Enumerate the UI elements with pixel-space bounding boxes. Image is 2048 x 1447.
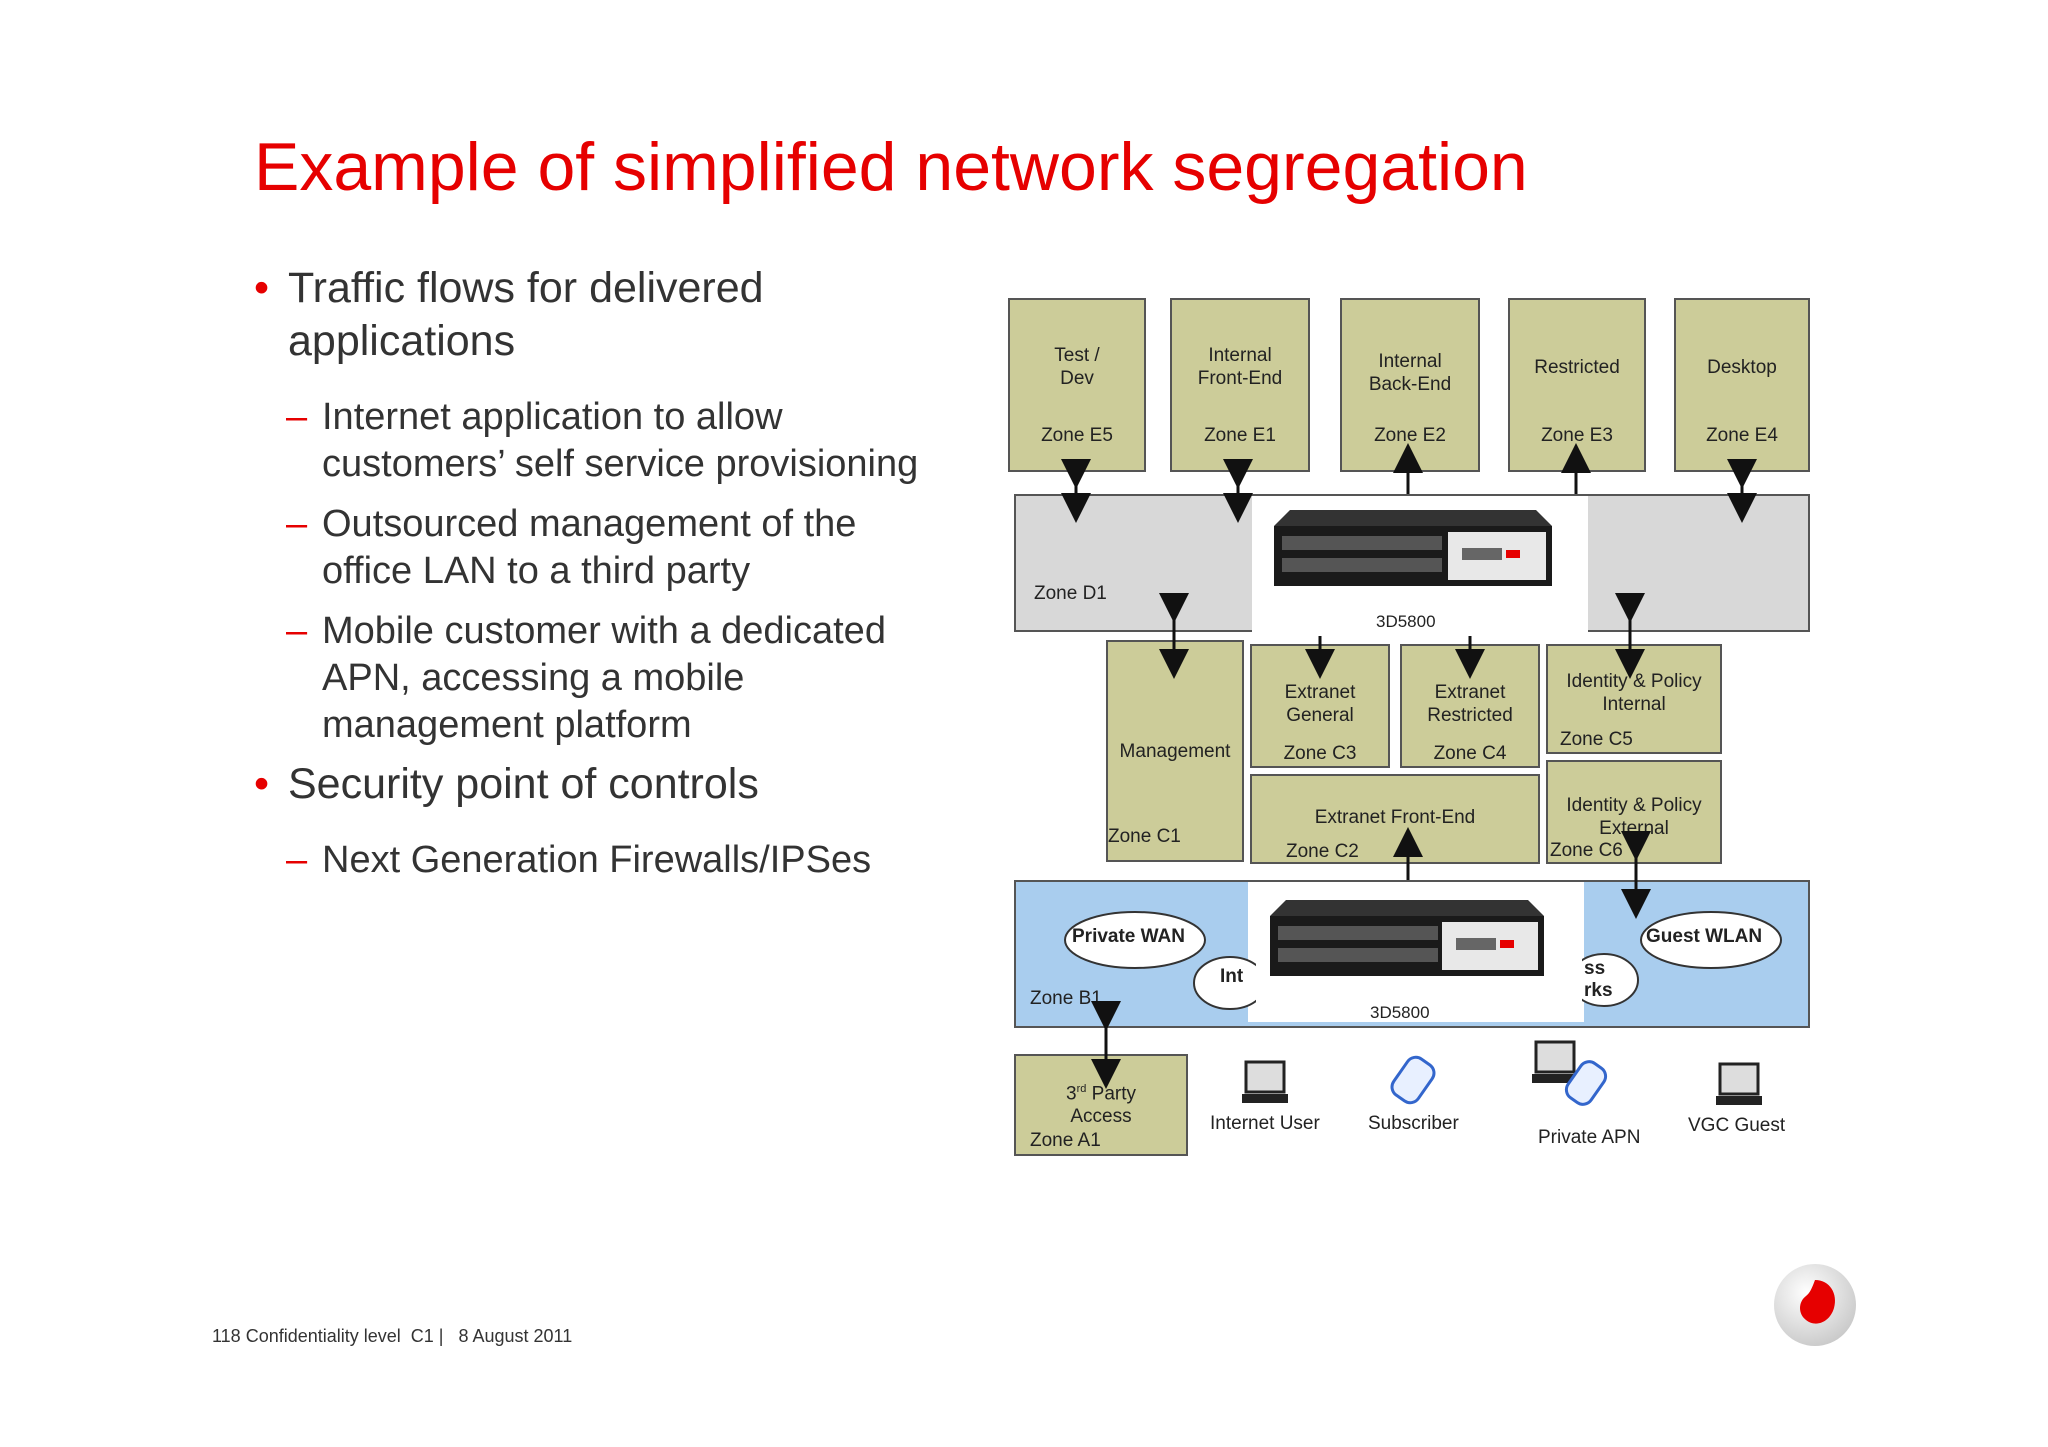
- appliance-icon: [1270, 900, 1544, 976]
- bullet-item: • Security point of controls: [254, 758, 954, 811]
- vodafone-logo-icon: [1774, 1264, 1856, 1346]
- zone-id: Zone A1: [1030, 1130, 1101, 1151]
- zone-id: Zone C4: [1433, 743, 1507, 764]
- sub-bullet-text: Mobile customer with a dedicated APN, ac…: [322, 610, 886, 746]
- firewall-device-bottom: [1248, 882, 1584, 1022]
- zone-id: Zone E1: [1204, 425, 1276, 446]
- endpoint-label: Subscriber: [1368, 1113, 1459, 1134]
- zone-id: Zone C1: [1108, 826, 1181, 847]
- zone-name: Internal Front-End: [1197, 345, 1283, 389]
- endpoint-label: VGC Guest: [1688, 1115, 1786, 1136]
- cloud-icon: [1064, 911, 1206, 969]
- bullet-text: Traffic flows for delivered applications: [288, 264, 764, 365]
- page-title: Example of simplified network segregatio…: [254, 129, 1528, 205]
- cloud-icon: [1640, 911, 1782, 969]
- zone-name: Restricted: [1534, 357, 1620, 378]
- cloud-label: Private WAN: [1072, 926, 1185, 947]
- zone-id: Zone E2: [1374, 425, 1446, 446]
- zone-d1-label: Zone D1: [1034, 583, 1107, 604]
- zone-id: Zone C6: [1550, 840, 1623, 861]
- endpoint-label: Private APN: [1538, 1127, 1641, 1148]
- zone-id: Zone C5: [1560, 729, 1633, 750]
- phone-icon: [1390, 1055, 1436, 1105]
- footer: 118 Confidentiality level C1 | 8 August …: [212, 1326, 573, 1346]
- zone-name: Test / Dev: [1054, 345, 1100, 389]
- zone-c6-box: [1546, 760, 1722, 864]
- zone-name: Management: [1119, 741, 1231, 762]
- cloud-icon: [1582, 953, 1639, 1007]
- sub-bullet-text: Internet application to allow customers’…: [322, 396, 919, 485]
- sub-bullet-item: –Next Generation Firewalls/IPSes: [254, 837, 954, 884]
- firewall-device-top: [1252, 496, 1588, 636]
- sub-bullet-text: Outsourced management of the office LAN …: [322, 503, 857, 592]
- cloud-label: Guest WLAN: [1646, 926, 1763, 947]
- zone-id: Zone C2: [1286, 841, 1359, 862]
- zone-e5-box: [1008, 298, 1146, 472]
- appliance-icon: [1274, 510, 1552, 586]
- sub-bullet-text: Next Generation Firewalls/IPSes: [322, 839, 872, 881]
- cloud-label: Int: [1220, 966, 1244, 987]
- zone-e1-box: [1170, 298, 1310, 472]
- bullet-icon: •: [254, 760, 270, 808]
- cloud-icon: [1193, 956, 1256, 1010]
- computer-phone-icon: [1532, 1040, 1608, 1106]
- zone-e4-box: [1674, 298, 1810, 472]
- zone-id: Zone E3: [1541, 425, 1613, 446]
- bullet-icon: •: [254, 264, 270, 312]
- dash-icon: –: [286, 610, 308, 652]
- zone-b1-label: Zone B1: [1030, 988, 1102, 1009]
- dash-icon: –: [286, 396, 308, 438]
- zone-name: Extranet General: [1284, 682, 1356, 726]
- dash-icon: –: [286, 839, 308, 881]
- sub-bullet-item: –Internet application to allow customers…: [254, 394, 954, 488]
- endpoint-label: Internet User: [1210, 1113, 1320, 1134]
- bullet-list: • Traffic flows for delivered application…: [254, 262, 954, 897]
- zone-name: Internal Back-End: [1368, 351, 1452, 395]
- zone-id: Zone C3: [1283, 743, 1357, 764]
- bullet-text: Security point of controls: [288, 760, 759, 808]
- device-label: 3D5800: [1376, 612, 1436, 631]
- bullet-item: • Traffic flows for delivered application…: [254, 262, 954, 368]
- zone-name: Extranet Restricted: [1427, 682, 1513, 726]
- computer-icon: [1716, 1062, 1762, 1105]
- dash-icon: –: [286, 503, 308, 545]
- zone-id: Zone E4: [1706, 425, 1778, 446]
- sub-bullet-item: –Mobile customer with a dedicated APN, a…: [254, 608, 954, 749]
- cloud-label: ss rks: [1584, 958, 1613, 1001]
- zone-name: Identity & Policy External: [1566, 795, 1702, 839]
- zone-name: Identity & Policy Internal: [1566, 671, 1702, 715]
- device-label: 3D5800: [1370, 1003, 1430, 1022]
- zone-name: Extranet Front-End: [1314, 807, 1476, 828]
- zone-name: Desktop: [1707, 357, 1777, 378]
- sub-bullet-item: –Outsourced management of the office LAN…: [254, 501, 954, 595]
- zone-id: Zone E5: [1041, 425, 1113, 446]
- computer-icon: [1242, 1060, 1288, 1103]
